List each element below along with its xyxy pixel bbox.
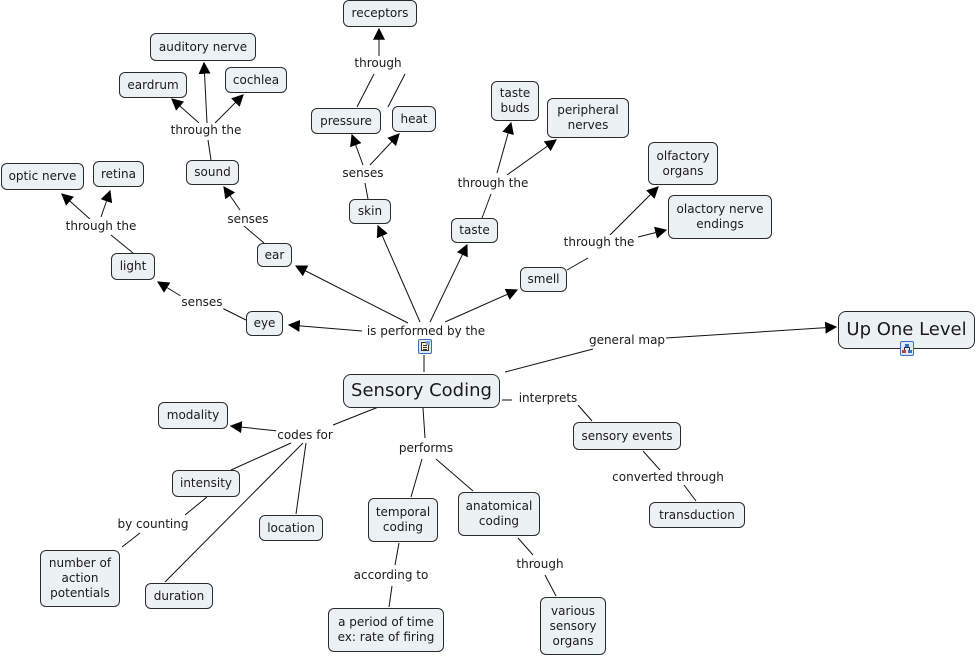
- node-ear[interactable]: ear: [257, 243, 292, 267]
- arrow-connector: [229, 421, 279, 434]
- arrow-connector: [496, 121, 514, 174]
- node-intensity[interactable]: intensity: [172, 470, 240, 497]
- link-label-according-to: according to: [352, 568, 430, 582]
- node-various-sensory-organs[interactable]: various sensory organs: [540, 597, 606, 655]
- node-sensory-coding[interactable]: Sensory Coding: [343, 374, 500, 408]
- link-label-through-the-sound: through the: [169, 123, 243, 137]
- node-sound[interactable]: sound: [186, 160, 239, 185]
- node-receptors[interactable]: receptors: [343, 0, 417, 27]
- node-eye[interactable]: eye: [246, 311, 283, 336]
- node-skin[interactable]: skin: [349, 199, 391, 224]
- node-light[interactable]: light: [111, 253, 155, 280]
- link-label-converted-through: converted through: [611, 470, 725, 484]
- node-olactory-nerve-endings[interactable]: olactory nerve endings: [668, 195, 772, 239]
- line-connector: [295, 442, 307, 515]
- line-connector: [388, 585, 393, 608]
- node-duration[interactable]: duration: [145, 583, 213, 609]
- line-connector: [332, 405, 382, 426]
- arrow-connector: [294, 265, 409, 324]
- line-connector: [364, 182, 369, 200]
- arrow-connector: [506, 139, 557, 176]
- line-connector: [504, 348, 594, 373]
- node-olfactory-organs[interactable]: olfactory organs: [648, 142, 718, 185]
- node-taste[interactable]: taste: [451, 218, 498, 243]
- line-connector: [207, 139, 212, 161]
- node-period-of-time[interactable]: a period of time ex: rate of firing: [328, 608, 444, 652]
- link-label-by-counting: by counting: [116, 517, 190, 531]
- node-sensory-events[interactable]: sensory events: [573, 422, 681, 450]
- concept-map-link-icon[interactable]: [900, 341, 914, 356]
- line-connector: [642, 450, 661, 471]
- line-connector: [230, 442, 292, 471]
- node-anatomical-coding[interactable]: anatomical coding: [458, 492, 540, 536]
- arrow-connector: [287, 319, 363, 332]
- arrow-connector: [429, 243, 468, 323]
- line-connector: [110, 234, 134, 254]
- link-label-general-map: general map: [587, 333, 667, 347]
- arrow-connector: [369, 133, 400, 166]
- arrow-connector: [665, 321, 838, 339]
- link-label-interprets: interprets: [517, 391, 579, 405]
- line-connector: [422, 407, 426, 439]
- arrow-connector: [637, 226, 668, 239]
- link-label-is-performed-by-the: is performed by the: [365, 324, 487, 338]
- node-taste-buds[interactable]: taste buds: [491, 81, 539, 121]
- node-heat[interactable]: heat: [392, 106, 436, 132]
- node-modality[interactable]: modality: [158, 402, 228, 429]
- link-label-performs: performs: [397, 441, 455, 455]
- link-label-through-the-light: through the: [64, 219, 138, 233]
- node-eardrum[interactable]: eardrum: [119, 72, 187, 98]
- link-label-senses-ear: senses: [226, 212, 270, 226]
- arrow-connector: [156, 281, 185, 299]
- arrow-connector: [100, 189, 113, 218]
- node-up-one-level[interactable]: Up One Level: [838, 311, 975, 349]
- node-optic-nerve[interactable]: optic nerve: [1, 163, 84, 190]
- node-temporal-coding[interactable]: temporal coding: [368, 498, 438, 542]
- node-smell[interactable]: smell: [520, 267, 567, 292]
- link-label-through-anatomical: through: [515, 557, 565, 571]
- line-connector: [356, 73, 375, 108]
- node-auditory-nerve[interactable]: auditory nerve: [150, 33, 256, 61]
- line-connector: [184, 496, 208, 516]
- line-connector: [577, 404, 593, 422]
- arrow-connector: [444, 288, 519, 323]
- arrow-connector: [214, 94, 244, 124]
- link-label-senses-eye: senses: [180, 295, 224, 309]
- node-peripheral-nerves[interactable]: peripheral nerves: [547, 98, 629, 138]
- document-resource-icon[interactable]: [418, 339, 432, 354]
- arrow-connector: [608, 186, 659, 237]
- line-connector: [435, 458, 474, 492]
- line-connector: [387, 73, 406, 108]
- node-pressure[interactable]: pressure: [311, 108, 381, 134]
- link-label-senses-skin: senses: [341, 166, 385, 180]
- line-connector: [164, 442, 304, 583]
- arrow-connector: [171, 98, 200, 124]
- line-connector: [243, 225, 265, 244]
- arrow-connector: [61, 193, 92, 221]
- arrow-connector: [376, 224, 421, 323]
- link-label-through-skin: through: [353, 56, 403, 70]
- line-connector: [394, 542, 400, 566]
- line-connector: [544, 574, 557, 597]
- line-connector: [481, 193, 492, 219]
- node-retina[interactable]: retina: [93, 161, 144, 187]
- node-transduction[interactable]: transduction: [649, 502, 745, 528]
- arrow-connector: [223, 186, 241, 211]
- line-connector: [517, 537, 534, 556]
- line-connector: [221, 307, 247, 321]
- link-label-through-the-smell: through the: [562, 235, 636, 249]
- node-number-of-action-potentials[interactable]: number of action potentials: [40, 550, 120, 607]
- line-connector: [683, 484, 697, 502]
- link-label-through-the-taste: through the: [456, 176, 530, 190]
- arrow-connector: [350, 133, 364, 166]
- line-connector: [121, 532, 141, 548]
- arrow-connector: [198, 61, 211, 124]
- node-cochlea[interactable]: cochlea: [225, 67, 287, 93]
- line-connector: [566, 257, 589, 271]
- link-label-codes-for: codes for: [276, 428, 334, 442]
- line-connector: [410, 458, 423, 498]
- node-location[interactable]: location: [259, 515, 323, 541]
